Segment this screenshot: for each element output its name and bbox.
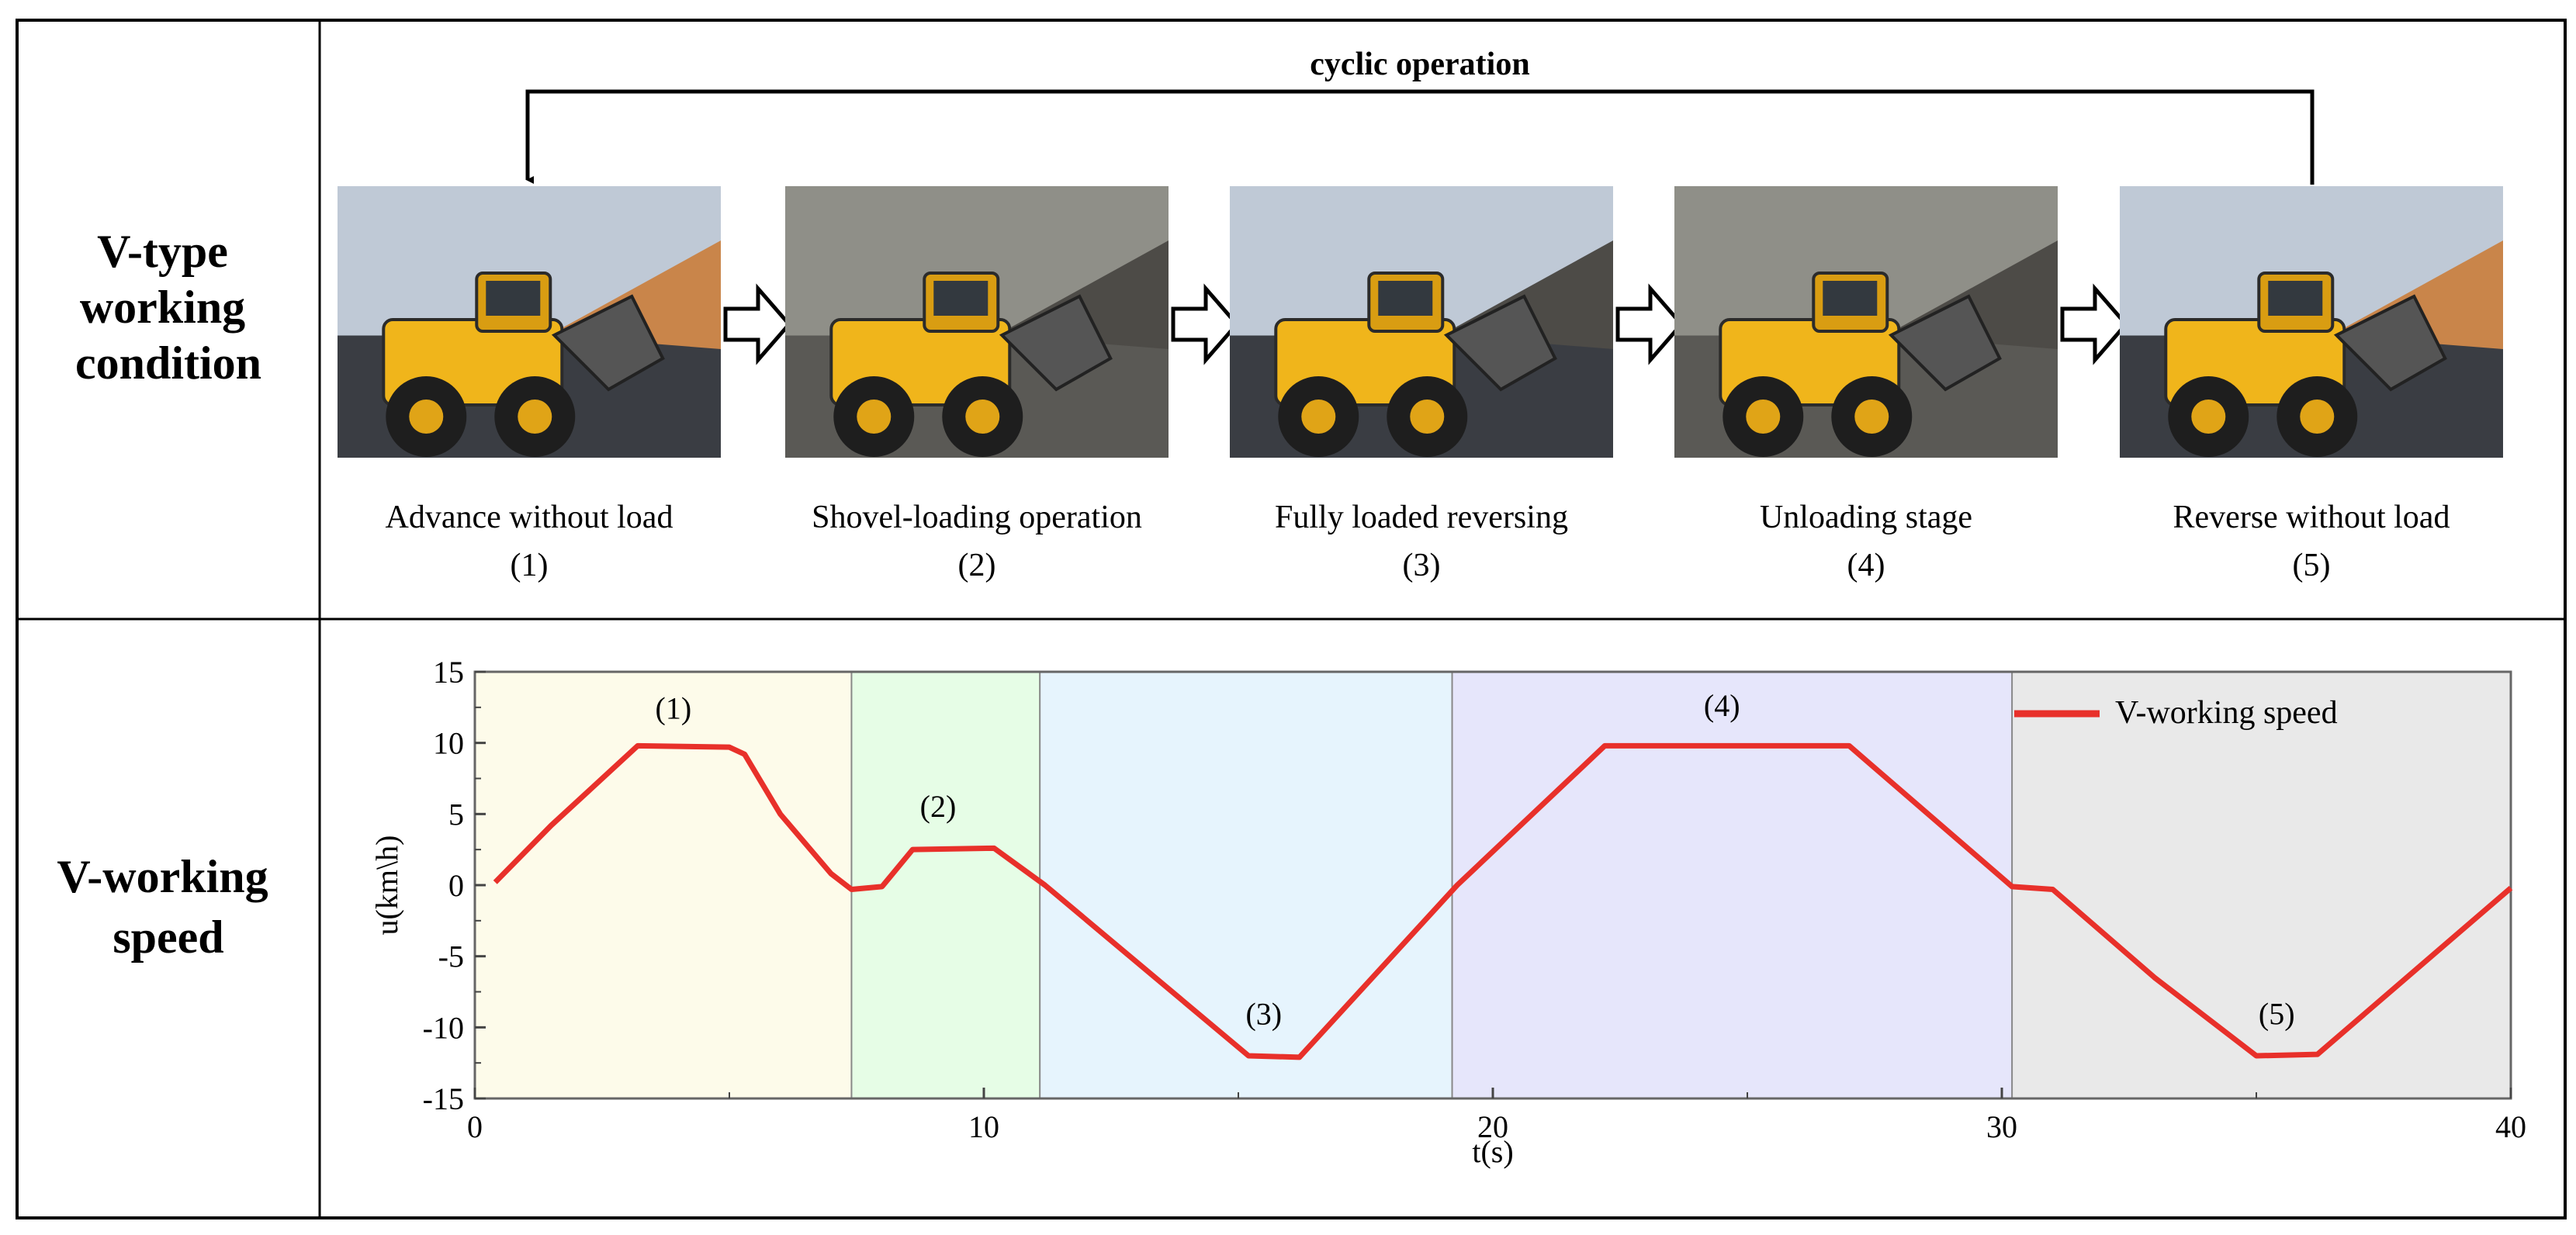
wheel-loader-photo xyxy=(785,186,1169,458)
stage-name: Fully loaded reversing xyxy=(1275,500,1568,535)
y-tick-label: 5 xyxy=(448,797,464,832)
stage-number: (2) xyxy=(958,548,996,583)
wheel-loader-photo xyxy=(1230,186,1613,458)
stage-number: (5) xyxy=(2293,548,2331,583)
stage-3: Fully loaded reversing (3) xyxy=(1230,186,1684,583)
wheel-loader-photo xyxy=(338,186,721,458)
phase-region-3 xyxy=(1040,672,1452,1098)
phase-annotation-1: (1) xyxy=(656,691,692,726)
cyclic-operation-label: cyclic operation xyxy=(1310,47,1529,82)
stage-number: (1) xyxy=(511,548,549,583)
y-tick-label: 15 xyxy=(433,655,464,690)
stage-name: Advance without load xyxy=(386,500,673,535)
stage-name: Unloading stage xyxy=(1760,500,1972,535)
phase-annotation-4: (4) xyxy=(1704,688,1740,723)
stage-number: (3) xyxy=(1403,548,1441,583)
layout-table xyxy=(16,19,2567,1219)
y-tick-label: -10 xyxy=(423,1010,464,1045)
phase-region-5 xyxy=(2012,672,2511,1098)
flow-arrow-icon xyxy=(2060,283,2129,365)
y-tick-label: -5 xyxy=(438,939,464,974)
legend: V-working speed xyxy=(2014,695,2338,731)
row-label-working-condition: V-type working condition xyxy=(75,226,261,389)
x-tick-label: 20 xyxy=(1477,1109,1508,1144)
x-tick-label: 30 xyxy=(1986,1109,2017,1144)
stage-2: Shovel-loading operation (2) xyxy=(785,186,1240,583)
x-tick-label: 40 xyxy=(2495,1109,2526,1144)
stage-name: Shovel-loading operation xyxy=(812,500,1142,535)
series-line-v-working-speed xyxy=(493,742,2513,1060)
stage-4: Unloading stage (4) xyxy=(1674,186,2129,583)
phase-region-1 xyxy=(475,672,852,1098)
y-tick-label: -15 xyxy=(423,1081,464,1116)
phase-region-4 xyxy=(1452,672,2013,1098)
flow-arrow-icon xyxy=(723,283,792,365)
flow-arrow-icon xyxy=(1615,283,1684,365)
legend-label: V-working speed xyxy=(2115,695,2338,731)
row-label-working-speed: V-working speed xyxy=(57,851,279,963)
phase-annotation-2: (2) xyxy=(920,789,957,824)
y-tick-label: 0 xyxy=(448,868,464,903)
phase-annotation-3: (3) xyxy=(1245,997,1282,1032)
stage-5: Reverse without load (5) xyxy=(2120,186,2503,583)
y-axis-label: u(km\h) xyxy=(369,835,404,936)
x-tick-label: 10 xyxy=(968,1109,999,1144)
wheel-loader-photo xyxy=(2120,186,2503,458)
phase-annotation-5: (5) xyxy=(2259,997,2295,1032)
cyclic-operation-arrow xyxy=(525,89,2315,185)
y-tick-label: 10 xyxy=(433,726,464,761)
stage-sequence: Advance without load (1) Shovel-loading op… xyxy=(338,186,2503,583)
stage-number: (4) xyxy=(1847,548,1885,583)
stage-1: Advance without load (1) xyxy=(338,186,792,583)
flow-arrow-icon xyxy=(1171,283,1240,365)
x-axis-label: t(s) xyxy=(1472,1134,1513,1169)
stage-name: Reverse without load xyxy=(2173,500,2450,535)
x-tick-label: 0 xyxy=(467,1109,483,1144)
wheel-loader-photo xyxy=(1674,186,2058,458)
